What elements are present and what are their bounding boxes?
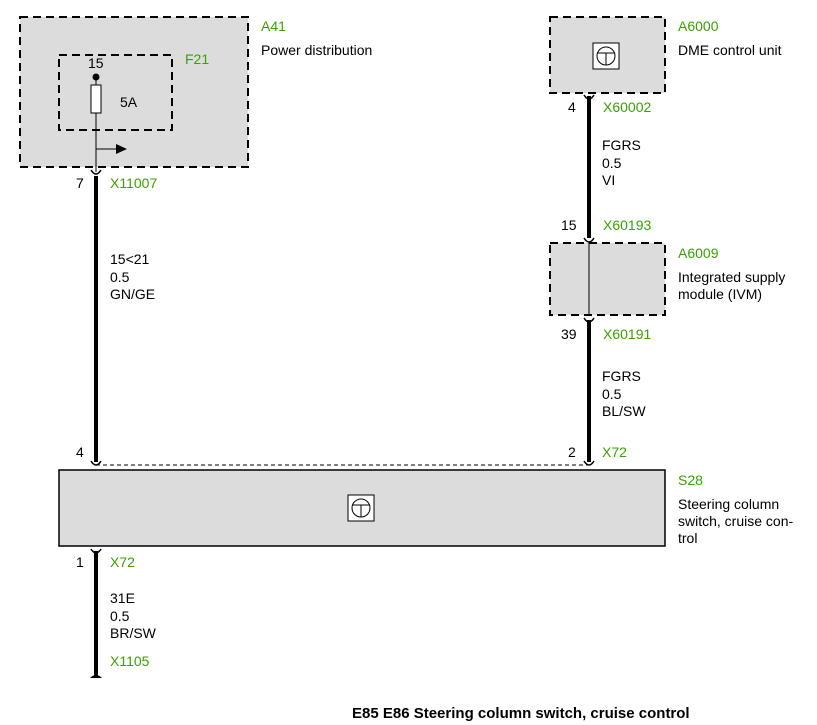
a41-id-label: A41 — [261, 18, 286, 34]
wire-w4-color-label: BR/SW — [110, 625, 157, 641]
connector-x11007-terminal-icon — [90, 169, 102, 175]
branch-arrow-icon — [116, 144, 127, 154]
connector-x72-bottom-terminal-icon — [90, 548, 102, 554]
wire-w2-signal-label: FGRS — [602, 137, 641, 153]
a6009-id-label: A6009 — [678, 245, 719, 261]
x60002-pin-label: 4 — [568, 99, 576, 115]
connector-x60002-terminal-icon — [583, 94, 595, 100]
x11007-id-label: X11007 — [110, 175, 157, 191]
f21-pin-label: 15 — [88, 55, 104, 71]
connector-x72-right-terminal-icon — [583, 460, 595, 466]
wire-w1-cross-section-label: 0.5 — [110, 269, 130, 285]
a6009-name-line1: Integrated supply — [678, 269, 785, 285]
wire-w1-signal-label: 15<21 — [110, 251, 150, 267]
x72-right-id-label: X72 — [602, 444, 627, 460]
wire-w2-cross-section-label: 0.5 — [602, 155, 622, 171]
a6000-control-unit-icon — [592, 42, 620, 70]
connector-x72-left-terminal-icon — [90, 460, 102, 466]
a6009-name-line2: module (IVM) — [678, 286, 762, 302]
a6000-id-label: A6000 — [678, 18, 719, 34]
f21-fuse-box — [58, 54, 173, 131]
x72-left-pin-label: 4 — [76, 444, 84, 460]
x60193-pin-label: 15 — [561, 217, 577, 233]
wire-w1-color-label: GN/GE — [110, 286, 155, 302]
connector-x60191-terminal-icon — [583, 317, 595, 323]
s28-name-line1: Steering column — [678, 496, 779, 512]
a6000-name-label: DME control unit — [678, 42, 782, 58]
x60002-id-label: X60002 — [603, 99, 651, 115]
f21-rating-label: 5A — [120, 94, 138, 110]
wire-w3-color-label: BL/SW — [602, 403, 646, 419]
x11007-pin-label: 7 — [76, 175, 84, 191]
x60193-id-label: X60193 — [603, 217, 651, 233]
x60191-pin-label: 39 — [561, 326, 577, 342]
x72-right-pin-label: 2 — [568, 444, 576, 460]
s28-name-line3: trol — [678, 530, 697, 546]
wire-w3-cross-section-label: 0.5 — [602, 386, 622, 402]
connector-x60193-terminal-icon — [583, 237, 595, 243]
f21-id-label: F21 — [185, 51, 209, 67]
s28-id-label: S28 — [678, 472, 703, 488]
diagram-title: E85 E86 Steering column switch, cruise c… — [352, 705, 690, 722]
wire-w3-signal-label: FGRS — [602, 368, 641, 384]
a41-name-label: Power distribution — [261, 42, 372, 58]
fuse-icon — [90, 84, 102, 114]
x60191-id-label: X60191 — [603, 326, 651, 342]
s28-control-unit-icon — [347, 494, 375, 522]
s28-name-line2: switch, cruise con- — [678, 513, 793, 529]
ground-x1105-terminal-icon — [90, 675, 102, 678]
wire-w4-signal-label: 31E — [110, 590, 135, 606]
a41-component-box — [19, 16, 249, 168]
x1105-id-label: X1105 — [110, 653, 150, 669]
x72-bottom-id-label: X72 — [110, 554, 135, 570]
a6009-component-box — [549, 242, 666, 316]
x72-bottom-pin-label: 1 — [76, 554, 84, 570]
wire-w2-color-label: VI — [602, 172, 615, 188]
wire-w4-cross-section-label: 0.5 — [110, 608, 130, 624]
